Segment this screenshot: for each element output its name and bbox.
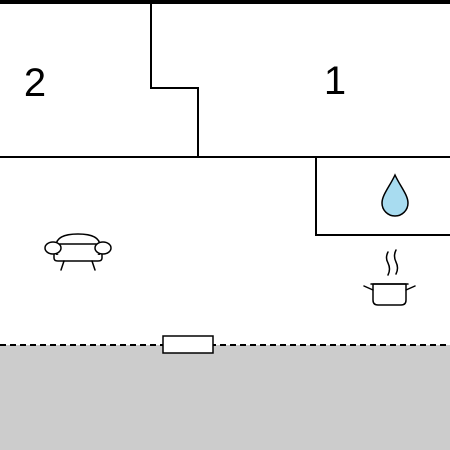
room-divider-wall — [150, 2, 199, 157]
exterior-area — [0, 345, 450, 450]
cooking-pot-icon — [363, 249, 416, 306]
bathroom-wall — [315, 157, 450, 236]
water-drop-icon — [381, 173, 409, 217]
room-2-label: 2 — [24, 61, 46, 105]
room-1-label: 1 — [324, 59, 346, 103]
entrance-door — [162, 335, 214, 354]
sofa-icon — [44, 233, 112, 271]
